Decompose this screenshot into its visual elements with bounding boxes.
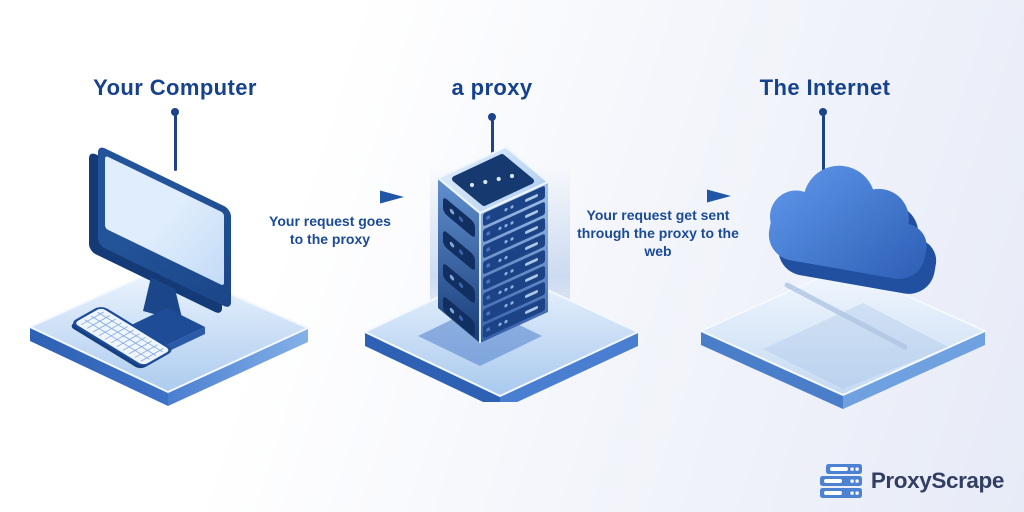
logo-text: ProxyScrape (870, 468, 1005, 493)
monitor (89, 147, 231, 352)
internet-title: The Internet (759, 75, 891, 100)
connector-dot (819, 108, 827, 116)
connector-line (821, 115, 825, 173)
left-face-panels (443, 198, 475, 336)
proxy-title: a proxy (451, 75, 533, 100)
connector-line (490, 120, 494, 162)
server-tower (437, 146, 549, 343)
cloud-shape (768, 165, 937, 294)
arrow-proxy-to-internet-icon (584, 189, 731, 203)
proxy-connector (488, 113, 496, 162)
arrow-label-request-to-proxy: Your request goes to the proxy (269, 213, 391, 248)
internet-connector (819, 108, 827, 173)
cloud-illustration (700, 165, 986, 409)
arrow-label-request-through-proxy: Your request get sent through the proxy … (577, 207, 739, 260)
server-tower-illustration (364, 146, 639, 402)
top-panel-dots (469, 173, 515, 188)
arrow-computer-to-proxy-icon (257, 190, 404, 204)
desktop-computer-illustration (29, 147, 309, 406)
connector-dot (171, 108, 179, 116)
proxyscrape-logo: ProxyScrape (819, 464, 1005, 498)
server-stack-icon (819, 464, 862, 498)
internet-platform (700, 266, 986, 409)
keyboard (71, 307, 172, 369)
connector-line (173, 115, 177, 171)
computer-title: Your Computer (93, 75, 257, 100)
right-face-slats (483, 186, 545, 338)
computer-connector (171, 108, 179, 171)
connector-dot (488, 113, 496, 121)
